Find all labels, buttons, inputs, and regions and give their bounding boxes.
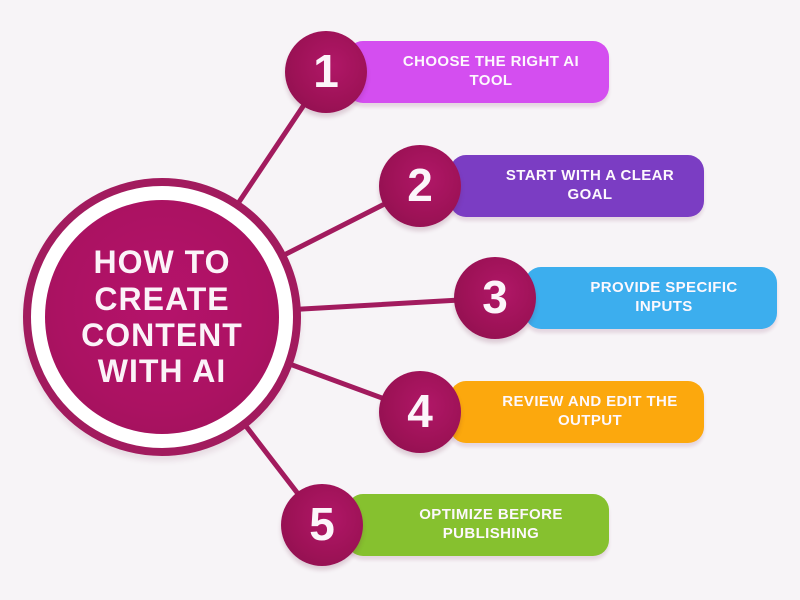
page-title-line-1: HOW TO — [93, 244, 231, 281]
page-title-line-4: WITH AI — [97, 353, 227, 390]
step-label-2: START WITH A CLEAR GOAL — [505, 167, 675, 203]
step-number-2: 2 — [407, 159, 433, 211]
page-title-line-3: CONTENT — [81, 317, 243, 353]
step-number-circle-3: 3 — [454, 257, 536, 339]
step-number-circle-2: 2 — [379, 145, 461, 227]
step-label-1: CHOOSE THE RIGHT AI TOOL — [402, 53, 580, 89]
step-label-4: REVIEW AND EDIT THE OUTPUT — [502, 393, 678, 429]
hub-circle: HOW TO CREATE CONTENT WITH AI — [45, 200, 279, 434]
step-number-circle-5: 5 — [281, 484, 363, 566]
step-bar-4: REVIEW AND EDIT THE OUTPUT — [450, 381, 704, 443]
step-number-5: 5 — [309, 498, 335, 550]
step-bar-2: START WITH A CLEAR GOAL — [450, 155, 704, 217]
step-bar-1: CHOOSE THE RIGHT AI TOOL — [347, 41, 609, 103]
page-title: HOW TO CREATE CONTENT WITH AI — [81, 244, 243, 390]
step-number-4: 4 — [407, 385, 433, 437]
step-number-1: 1 — [313, 45, 339, 97]
step-number-circle-4: 4 — [379, 371, 461, 453]
step-label-5: OPTIMIZE BEFORE PUBLISHING — [419, 506, 563, 542]
step-number-circle-1: 1 — [285, 31, 367, 113]
step-bar-5: OPTIMIZE BEFORE PUBLISHING — [347, 494, 609, 556]
step-number-3: 3 — [482, 271, 508, 323]
step-label-3: PROVIDE SPECIFIC INPUTS — [590, 279, 738, 315]
page-title-line-2: CREATE — [94, 280, 230, 317]
step-bar-3: PROVIDE SPECIFIC INPUTS — [525, 267, 777, 329]
